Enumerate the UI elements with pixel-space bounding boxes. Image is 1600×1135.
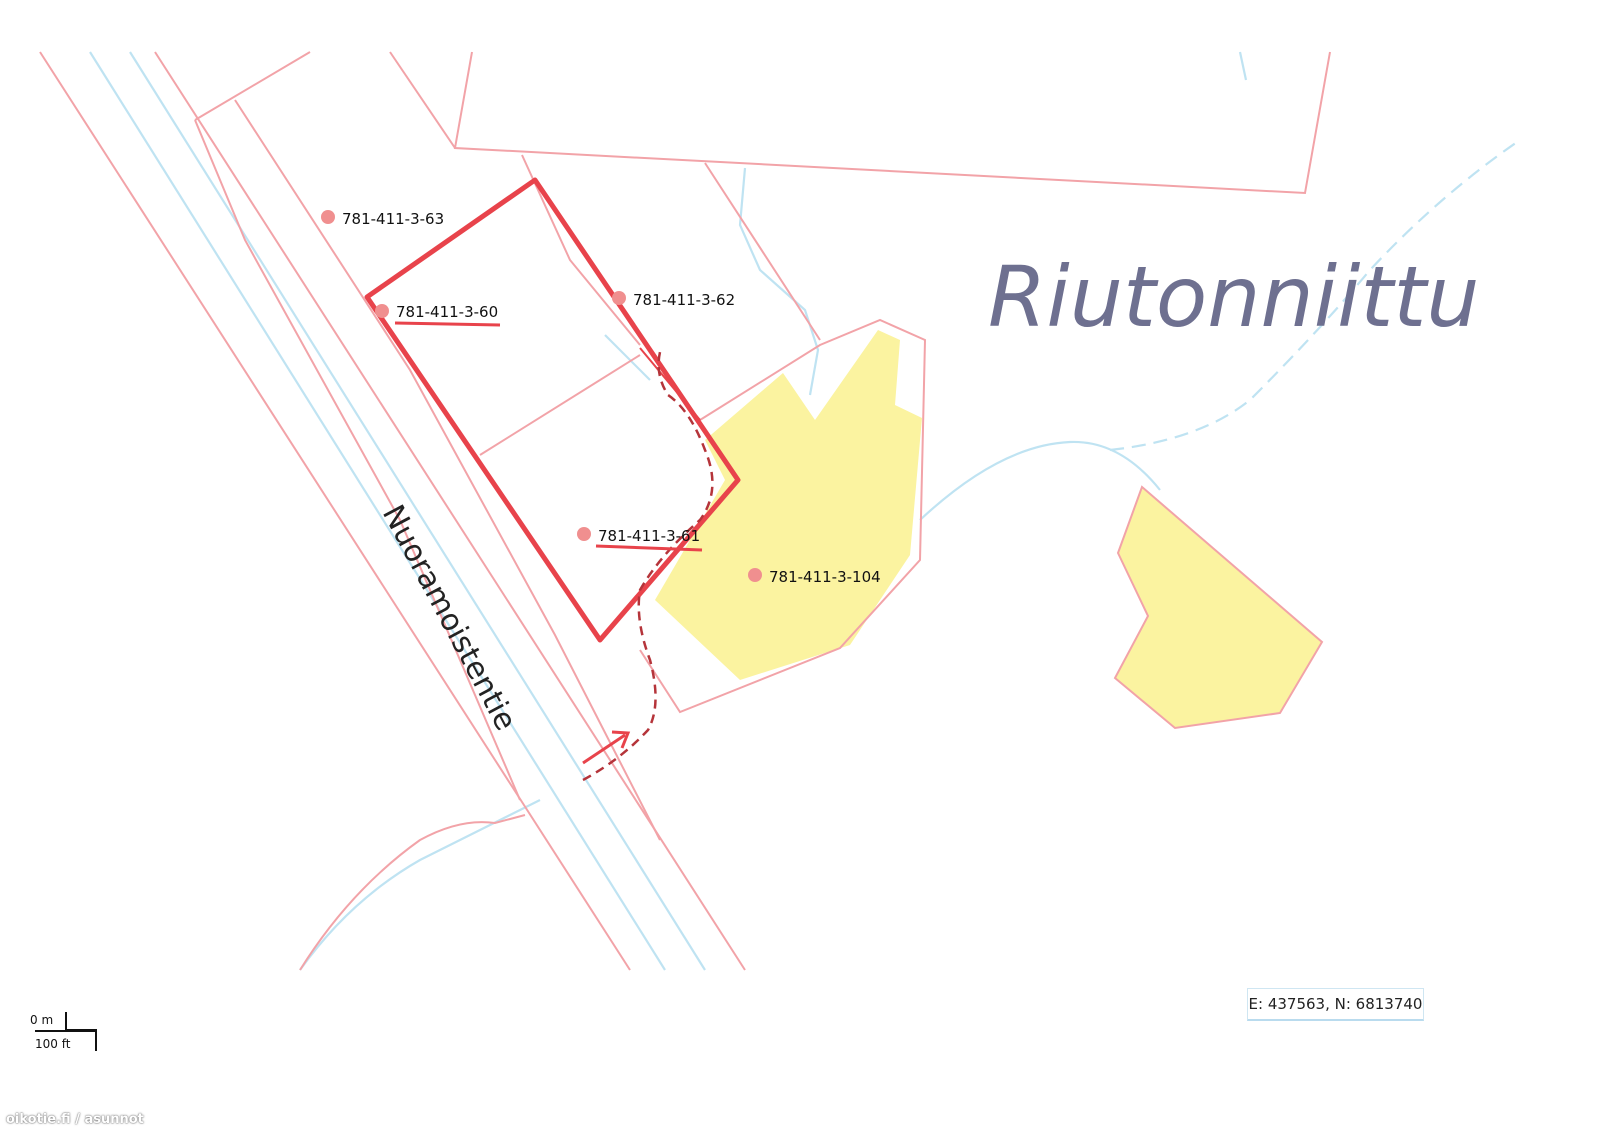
scale-label-metric: 0 m (30, 1013, 54, 1027)
marker-781-411-3-61 (577, 527, 591, 541)
route-arrow (582, 730, 631, 765)
marker-781-411-3-60 (375, 304, 389, 318)
parcel-label-61: 781-411-3-61 (598, 527, 700, 545)
parcel-label-62: 781-411-3-62 (633, 291, 735, 309)
parcel-label-63: 781-411-3-63 (342, 210, 444, 228)
field-area-east (1115, 487, 1322, 728)
underline-parcel-60 (394, 321, 501, 327)
parcel-markers (321, 210, 762, 582)
coordinate-readout: E: 437563, N: 6813740 (1247, 988, 1424, 1021)
place-name-label: Riutonniittu (988, 248, 1480, 346)
marker-781-411-3-63 (321, 210, 335, 224)
water-lines (89, 51, 1248, 971)
parcel-label-60: 781-411-3-60 (396, 303, 498, 321)
field-area-central (655, 330, 922, 680)
selected-parcel-outline (364, 177, 741, 643)
marker-781-411-3-104 (748, 568, 762, 582)
access-route-dashed (582, 351, 714, 782)
scale-label-imperial: 100 ft (35, 1037, 71, 1051)
parcel-boundaries (39, 51, 1331, 971)
selected-parcel-inner-edge (639, 347, 701, 421)
parcel-label-104: 781-411-3-104 (769, 568, 881, 586)
watermark: oikotie.fi / asunnot (6, 1112, 144, 1127)
underline-parcel-61 (595, 544, 703, 552)
marker-781-411-3-62 (612, 291, 626, 305)
